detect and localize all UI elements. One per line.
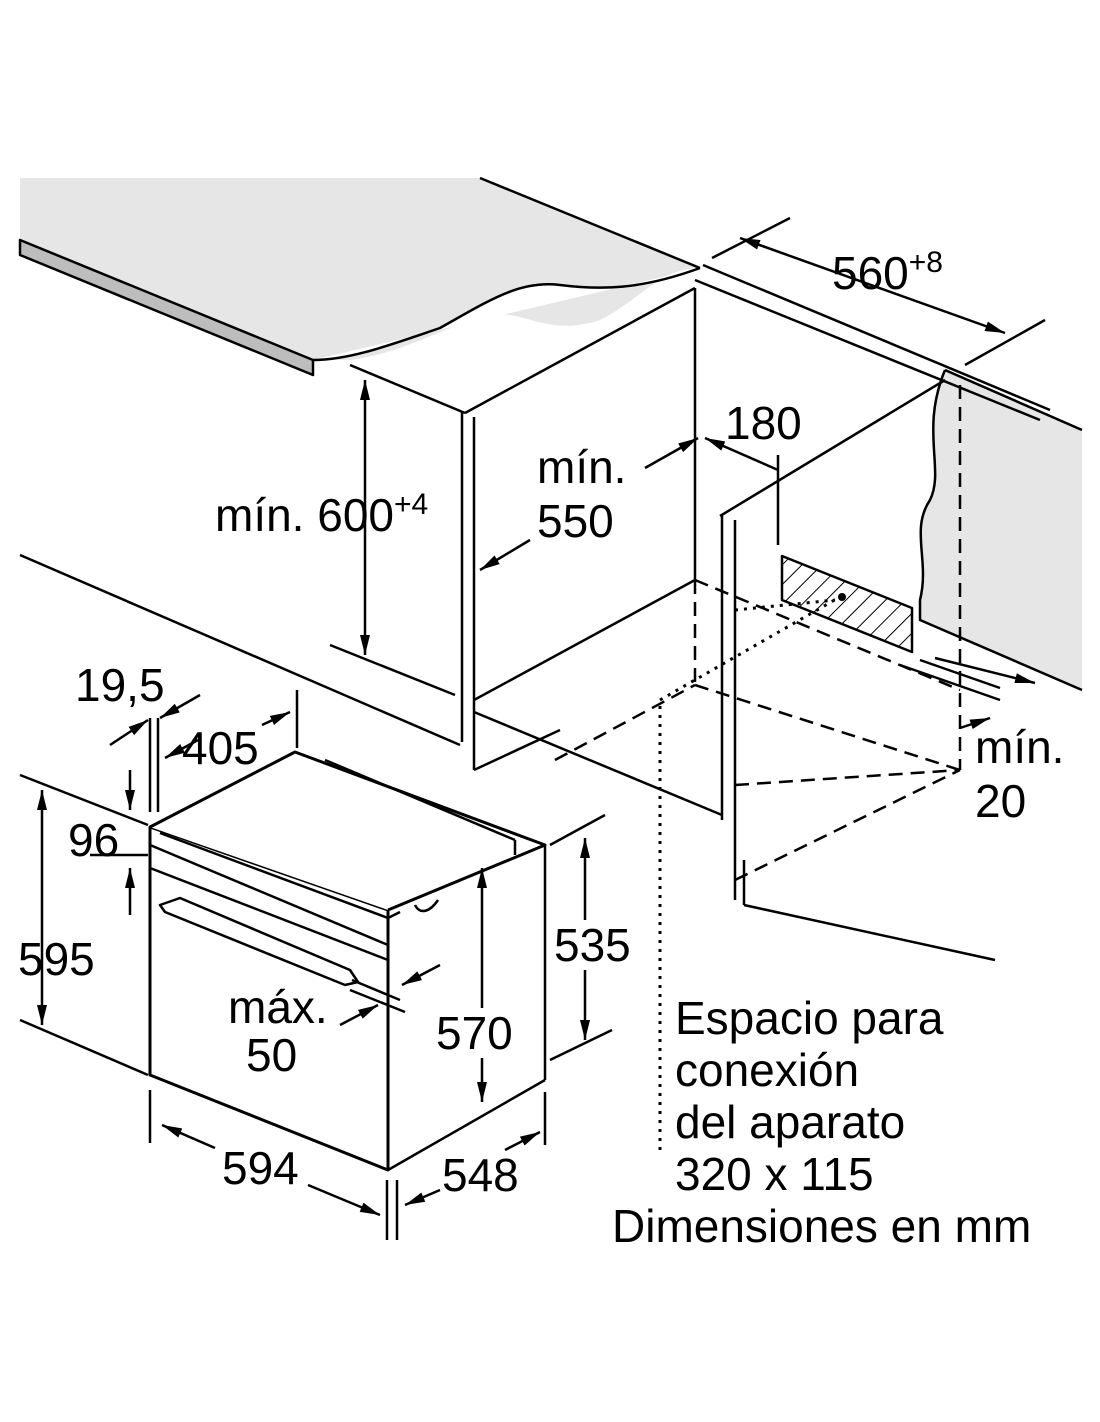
depth-label: 548 (442, 1149, 519, 1201)
countertop-edge (18, 238, 315, 377)
connection-area (780, 554, 914, 654)
countertop-break (312, 266, 701, 362)
handle-max-label-2: 50 (246, 1029, 298, 1081)
units-note: Dimensiones en mm (612, 1200, 1032, 1252)
back-gap-label: 180 (725, 397, 802, 449)
front-depth-label: 405 (182, 722, 259, 774)
side-min-label-1: mín. (975, 721, 1065, 773)
top-gap-label: 96 (68, 814, 120, 866)
countertop (20, 178, 700, 360)
depth-min-label-1: mín. (537, 441, 627, 493)
connection-note-line-1: Espacio para (675, 992, 944, 1044)
side-height-label: 535 (554, 919, 631, 971)
handle-max-label-1: máx. (228, 981, 328, 1033)
frame-thickness-label: 19,5 (75, 659, 165, 711)
total-height-label: 595 (18, 933, 95, 985)
niche-height-label: mín. 600+4 (215, 488, 429, 541)
width-label: 594 (222, 1142, 299, 1194)
niche-width-label: 560+8 (832, 246, 943, 299)
side-min-label-2: 20 (975, 775, 1027, 827)
connection-note-line-3: del aparato (675, 1096, 906, 1148)
body-height-label: 570 (436, 1007, 513, 1059)
connection-note-line-2: conexión (675, 1044, 860, 1096)
connection-note-line-4: 320 x 115 (675, 1148, 874, 1200)
depth-min-label-2: 550 (537, 495, 614, 547)
